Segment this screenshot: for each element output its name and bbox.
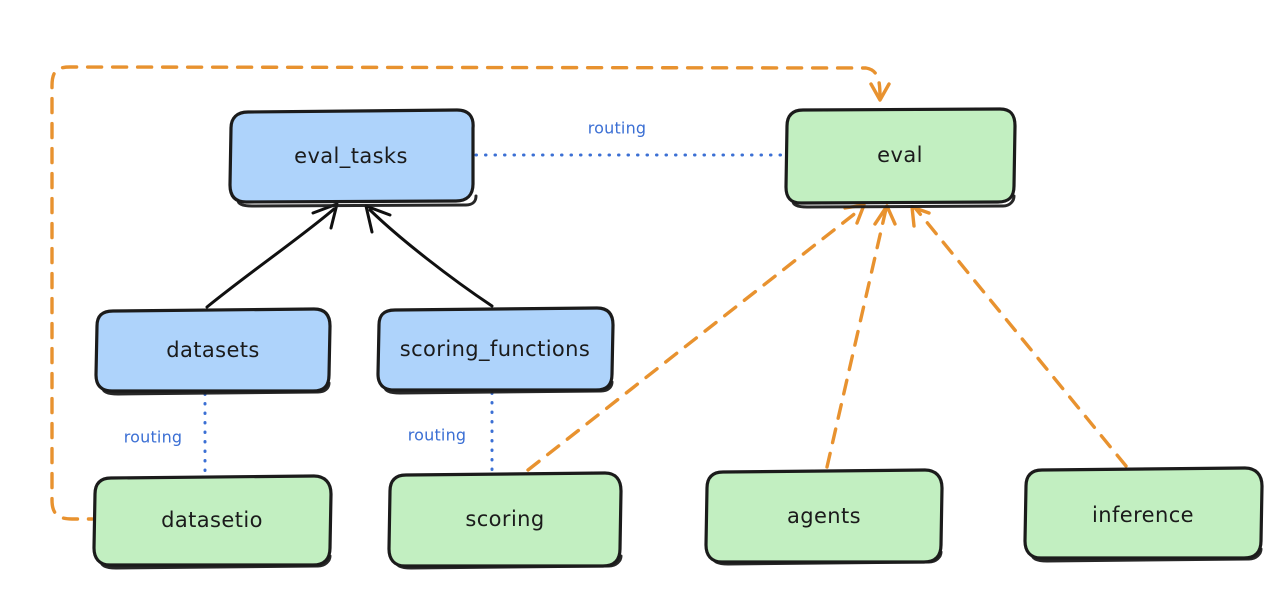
edge-agents-to-eval <box>825 204 897 469</box>
edge-inference-to-eval <box>910 205 1128 468</box>
node-eval-label: eval <box>877 143 923 167</box>
node-datasets[interactable]: datasets <box>94 307 332 396</box>
node-scoring[interactable]: scoring <box>387 471 623 570</box>
node-datasetio-label: datasetio <box>161 508 263 532</box>
node-eval-tasks[interactable]: eval_tasks <box>228 108 478 208</box>
node-datasets-label: datasets <box>166 338 260 362</box>
node-eval-shadow <box>791 194 1016 209</box>
arrowhead-eval-top <box>869 82 891 102</box>
node-scoring-functions[interactable]: scoring_functions <box>376 306 615 395</box>
edge-path-eval-datasetio <box>50 65 882 521</box>
edge-scoring-functions-to-eval-tasks <box>364 204 494 308</box>
edge-path-scoringfn-eval-tasks <box>368 208 494 308</box>
node-scoring-label: scoring <box>465 507 544 531</box>
edge-datasets-to-eval-tasks <box>205 202 339 309</box>
edge-label-routing-eval-tasks-eval: routing <box>588 119 647 138</box>
edge-label-routing-datasets-datasetio: routing <box>124 428 183 447</box>
edge-label-routing-scoring-functions-scoring: routing <box>408 426 467 445</box>
node-scoring-functions-box[interactable] <box>376 306 615 392</box>
arrowhead-datasets-eval-tasks <box>311 202 339 230</box>
node-eval-tasks-label: eval_tasks <box>294 144 408 169</box>
node-eval-tasks-shadow <box>236 194 478 208</box>
node-inference-box[interactable] <box>1023 466 1264 560</box>
node-agents-label: agents <box>787 504 861 528</box>
edge-path-inference-eval <box>914 207 1128 468</box>
node-eval[interactable]: eval <box>784 107 1017 209</box>
node-scoring-functions-label: scoring_functions <box>400 337 590 362</box>
node-eval-tasks-box[interactable] <box>228 108 475 204</box>
edge-path-datasets-eval-tasks <box>205 207 336 309</box>
node-inference[interactable]: inference <box>1023 466 1264 563</box>
node-datasetio[interactable]: datasetio <box>92 474 333 570</box>
node-agents[interactable]: agents <box>704 468 944 566</box>
node-eval-box[interactable] <box>784 107 1017 205</box>
node-scoring-box[interactable] <box>387 471 623 568</box>
edge-path-scoring-eval <box>526 206 864 472</box>
edge-path-agents-eval <box>825 207 888 469</box>
node-datasetio-box[interactable] <box>92 474 333 567</box>
node-inference-label: inference <box>1092 503 1194 527</box>
node-datasets-box[interactable] <box>94 307 332 393</box>
edge-eval-to-datasetio <box>50 65 891 521</box>
node-agents-box[interactable] <box>704 468 944 564</box>
